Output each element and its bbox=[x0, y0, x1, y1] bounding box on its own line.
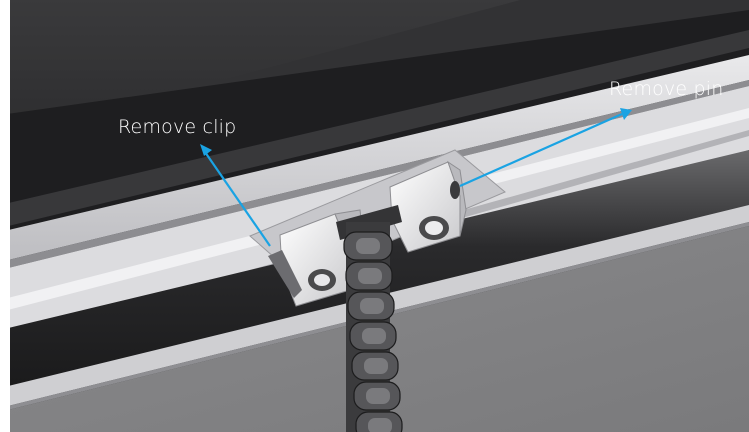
roller-chain bbox=[336, 205, 403, 432]
arrow-up-right-icon bbox=[459, 108, 632, 188]
remove-pin-label: Remove pin bbox=[609, 78, 724, 100]
remove-clip-label: Remove clip bbox=[118, 116, 237, 138]
arrow-up-left-icon bbox=[200, 144, 271, 247]
